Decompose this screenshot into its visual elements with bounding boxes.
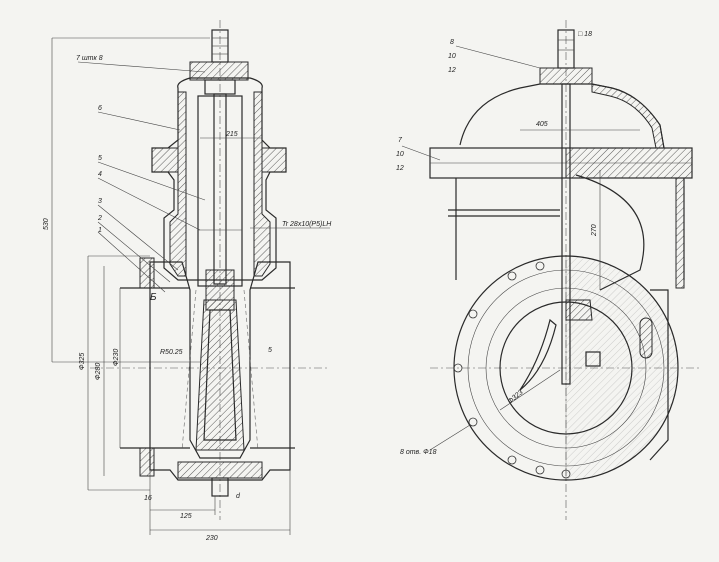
right-view — [401, 20, 700, 520]
label-dim-16: 16 — [144, 495, 152, 502]
label-pos2: 2 — [97, 215, 102, 222]
label-right-12b: 12 — [396, 165, 404, 172]
label-right-d323: Ф323 — [507, 389, 525, 406]
label-holes: 8 отв. Ф18 — [400, 449, 437, 456]
label-dim-530: 530 — [43, 218, 50, 230]
left-section-view — [51, 20, 330, 535]
label-right-12a: 12 — [448, 67, 456, 74]
gland-nut — [189, 61, 249, 81]
label-dim-5: 5 — [268, 347, 272, 354]
label-section-b: Б — [150, 292, 157, 303]
label-dim-230b: 230 — [205, 535, 218, 542]
label-dim-r: R50.25 — [160, 349, 183, 356]
label-right-10a: 10 — [448, 53, 456, 60]
label-pos1: 1 — [98, 227, 102, 234]
label-dim-125: 125 — [180, 513, 192, 520]
label-right-sq: □ 18 — [578, 31, 592, 38]
label-right-pos8: 8 — [450, 39, 454, 46]
bolt-holes — [453, 261, 571, 479]
label-right-270: 270 — [591, 224, 598, 237]
right-stem — [561, 83, 571, 385]
label-thread: Tr 28х10(P5)LH — [282, 221, 332, 228]
label-pos3: 3 — [98, 198, 102, 205]
label-pos6: 6 — [98, 105, 102, 112]
label-right-10b: 10 — [396, 151, 404, 158]
label-right-405: 405 — [536, 121, 548, 128]
gate-wedge — [195, 299, 245, 451]
label-dim-280: Ф280 — [95, 363, 102, 380]
bonnet-outline — [151, 77, 287, 281]
label-right-pos7: 7 — [398, 137, 403, 144]
label-pos5: 5 — [98, 155, 102, 162]
label-dim-230: Ф230 — [113, 349, 120, 366]
label-dim-d: d — [236, 493, 241, 500]
label-pos4: 4 — [98, 171, 102, 178]
valve-body — [149, 261, 291, 481]
label-dim-215: 215 — [225, 131, 238, 138]
label-nut-spec: 7 штк 8 — [76, 55, 103, 62]
left-labels: 7 штк 8 6 5 4 3 2 1 Б Tr 28х10(P5)LH 215… — [43, 55, 332, 542]
label-dim-325: Ф325 — [79, 353, 86, 370]
